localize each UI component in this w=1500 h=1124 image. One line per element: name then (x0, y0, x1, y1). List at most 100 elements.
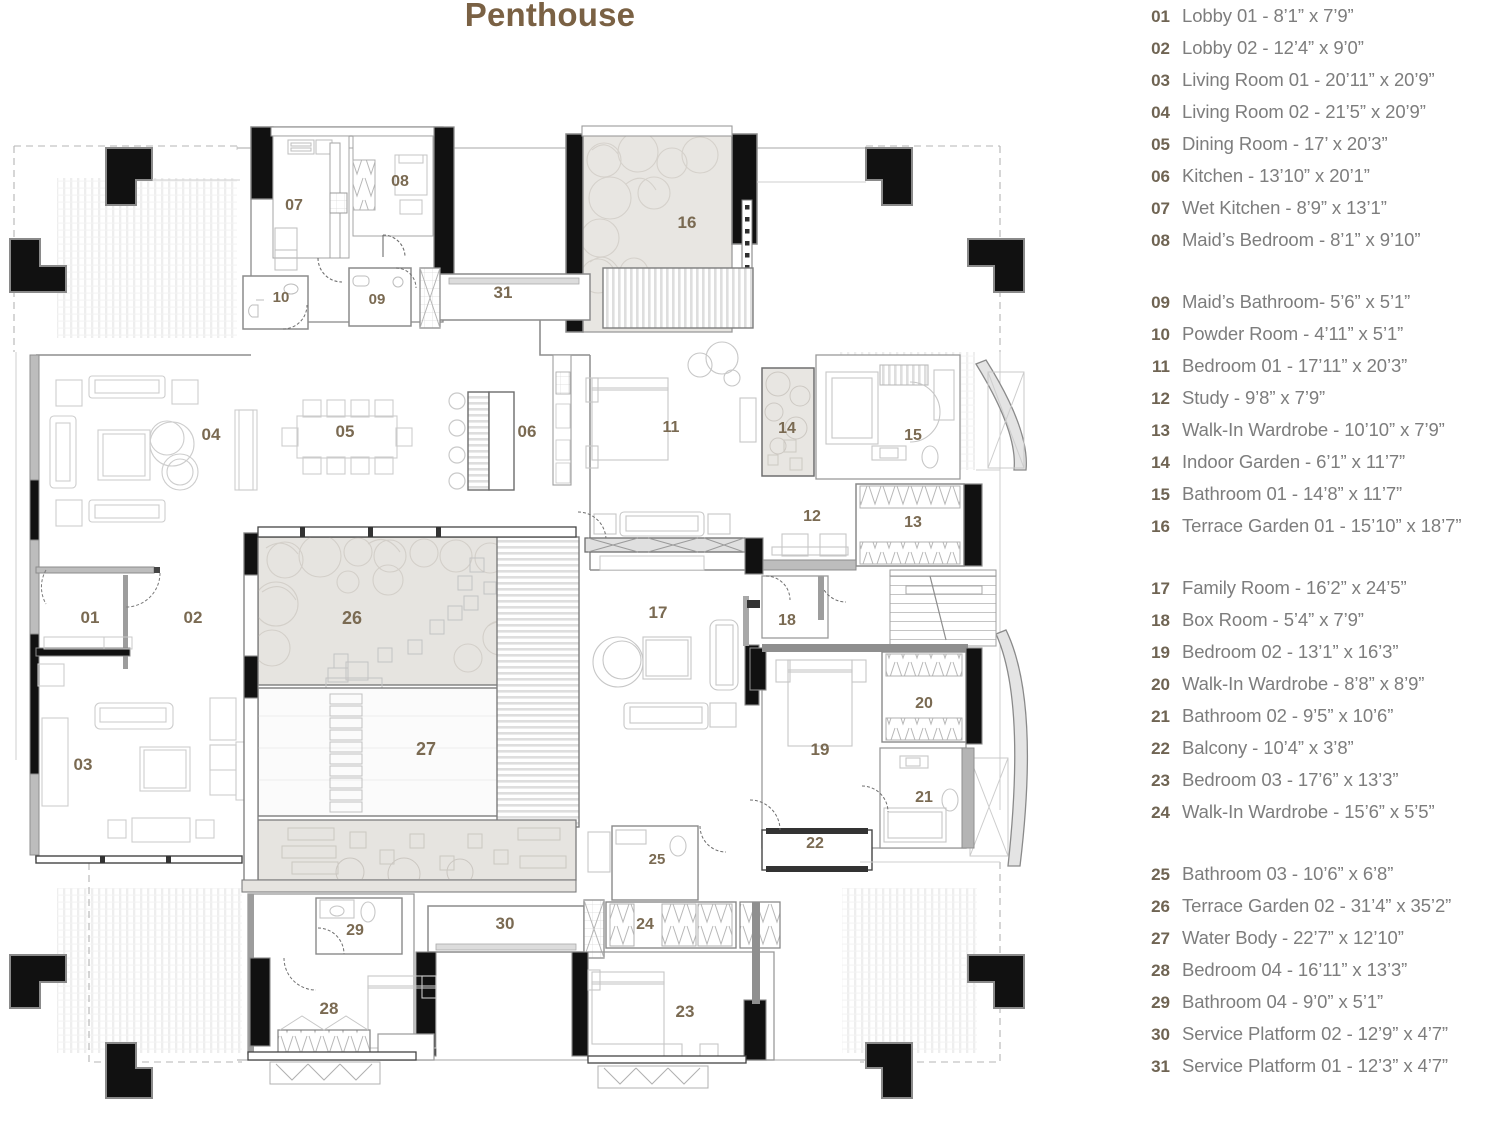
room-number-17: 17 (649, 603, 668, 622)
bathroom-01-fixtures (825, 364, 955, 469)
study-furniture (771, 533, 849, 557)
legend-label: Maid’s Bedroom - 8’1” x 9’10” (1182, 229, 1421, 250)
room-bathroom-04 (315, 897, 403, 955)
legend-label: Dining Room - 17’ x 20’3” (1182, 133, 1388, 154)
legend-row: 09 Maid’s Bathroom- 5’6” x 5’1” (1136, 286, 1500, 318)
legend-row: 04 Living Room 02 - 21’5” x 20’9” (1136, 96, 1500, 128)
room-number-23: 23 (676, 1002, 695, 1021)
living-01-furniture (37, 663, 245, 843)
legend-row: 18 Box Room - 5’4” x 7’9” (1136, 604, 1500, 636)
south-screen-pattern (269, 1061, 381, 1085)
wall-bathroom-02-e (961, 747, 975, 849)
main-open-plan (29, 320, 590, 864)
bathroom-04-fixtures (319, 899, 376, 923)
column-corner-tl (105, 147, 153, 206)
bathroom-02-fixtures (883, 755, 959, 843)
room-number-13: 13 (904, 514, 922, 531)
legend-row: 29 Bathroom 04 - 9’0” x 5’1” (1136, 986, 1500, 1018)
wall-box-room (818, 576, 824, 620)
wardrobe-24-rail-b (697, 903, 733, 947)
legend-label: Lobby 01 - 8’1” x 7’9” (1182, 5, 1354, 26)
shaft-cross-30 (583, 899, 605, 959)
legend-row: 10 Powder Room - 4’11” x 5’1” (1136, 318, 1500, 350)
legend-number: 06 (1151, 167, 1170, 186)
legend-number: 03 (1151, 71, 1170, 90)
legend-row: 12 Study - 9’8” x 7’9” (1136, 382, 1500, 414)
legend-number: 26 (1151, 897, 1170, 916)
stair-flight (889, 575, 997, 647)
legend-group-4: 25 Bathroom 03 - 10’6” x 6’8” 26 Terrace… (1136, 858, 1500, 1082)
legend-label: Bedroom 03 - 17’6” x 13’3” (1182, 769, 1399, 790)
legend-number: 30 (1151, 1025, 1170, 1044)
legend-row: 05 Dining Room - 17’ x 20’3” (1136, 128, 1500, 160)
corner-columns (9, 147, 1025, 1099)
legend-row: 30 Service Platform 02 - 12’9” x 4’7” (1136, 1018, 1500, 1050)
legend-number: 04 (1151, 103, 1170, 122)
door-bedroom-04 (283, 957, 317, 991)
master-bed (585, 341, 757, 469)
wall-bedroom-02-w (749, 647, 767, 691)
legend-number: 28 (1151, 961, 1170, 980)
legend-row: 24 Walk-In Wardrobe - 15’6” x 5’5” (1136, 796, 1500, 828)
wall-family-e2 (743, 596, 749, 646)
room-number-10: 10 (273, 289, 290, 306)
wall-bedroom-03-w (571, 951, 589, 1057)
room-number-02: 02 (184, 608, 203, 627)
legend-row: 06 Kitchen - 13’10” x 20’1” (1136, 160, 1500, 192)
legend-row: 11 Bedroom 01 - 17’11” x 20’3” (1136, 350, 1500, 382)
room-number-28: 28 (320, 999, 339, 1018)
room-number-11: 11 (663, 419, 680, 436)
paving-sw (57, 888, 242, 1053)
wardrobe-13-rail-bottom (859, 541, 961, 565)
room-number-30: 30 (496, 914, 515, 933)
wall-wet-kitchen-left (250, 126, 274, 200)
room-number-18: 18 (778, 612, 796, 629)
legend-number: 18 (1151, 611, 1170, 630)
wall-bedroom-03-balcony (752, 902, 760, 1004)
legend-label: Lobby 02 - 12’4” x 9’0” (1182, 37, 1364, 58)
room-number-14: 14 (778, 420, 796, 437)
legend-label: Wet Kitchen - 8’9” x 13’1” (1182, 197, 1387, 218)
deck-16-south (602, 267, 754, 329)
legend-number: 24 (1151, 803, 1170, 822)
room-powder (242, 275, 309, 330)
legend-spacer (1136, 256, 1500, 286)
wardrobe-24-rail-c (609, 903, 635, 947)
wall-west-solid (29, 633, 40, 775)
platform-31-rail (448, 277, 580, 285)
legend-row: 27 Water Body - 22’7” x 12’10” (1136, 922, 1500, 954)
legend-row: 15 Bathroom 01 - 14’8” x 11’7” (1136, 478, 1500, 510)
glazing-west (29, 354, 40, 856)
column-corner-mr (967, 238, 1025, 293)
room-number-08: 08 (391, 173, 409, 190)
wall-study-south (759, 559, 857, 571)
pool-steps (329, 693, 363, 813)
terrace-column-w (243, 655, 259, 699)
legend-number: 21 (1151, 707, 1170, 726)
legend-row: 25 Bathroom 03 - 10’6” x 6’8” (1136, 858, 1500, 890)
page-title: Penthouse (464, 0, 636, 33)
bedroom-04-suite (247, 893, 437, 1061)
room-box (761, 575, 829, 639)
staircase (889, 569, 997, 647)
balcony-rail-top (766, 828, 868, 834)
bedroom-02-suite (749, 644, 983, 872)
legend-row: 08 Maid’s Bedroom - 8’1” x 9’10” (1136, 224, 1500, 256)
room-number-12: 12 (803, 508, 821, 525)
legend-label: Walk-In Wardrobe - 10’10” x 7’9” (1182, 419, 1445, 440)
room-number-05: 05 (336, 422, 355, 441)
legend-number: 19 (1151, 643, 1170, 662)
room-legend: 01 Lobby 01 - 8’1” x 7’9” 02 Lobby 02 - … (1136, 0, 1500, 1124)
kitchen-island (448, 391, 515, 491)
maids-bath-fixtures (352, 275, 404, 288)
legend-label: Study - 9’8” x 7’9” (1182, 387, 1326, 408)
kitchen-fittings (552, 354, 572, 486)
family-room-zone (584, 537, 847, 730)
shaft-cross-31 (419, 267, 441, 329)
legend-group-1: 01 Lobby 01 - 8’1” x 7’9” 02 Lobby 02 - … (1136, 0, 1500, 256)
glazing-mullions-south (100, 856, 171, 863)
legend-number: 29 (1151, 993, 1170, 1012)
wall-bedroom-02-n (762, 644, 968, 652)
wardrobe-13-rail-top (859, 485, 961, 509)
wardrobe-24-rail-a (661, 903, 697, 947)
